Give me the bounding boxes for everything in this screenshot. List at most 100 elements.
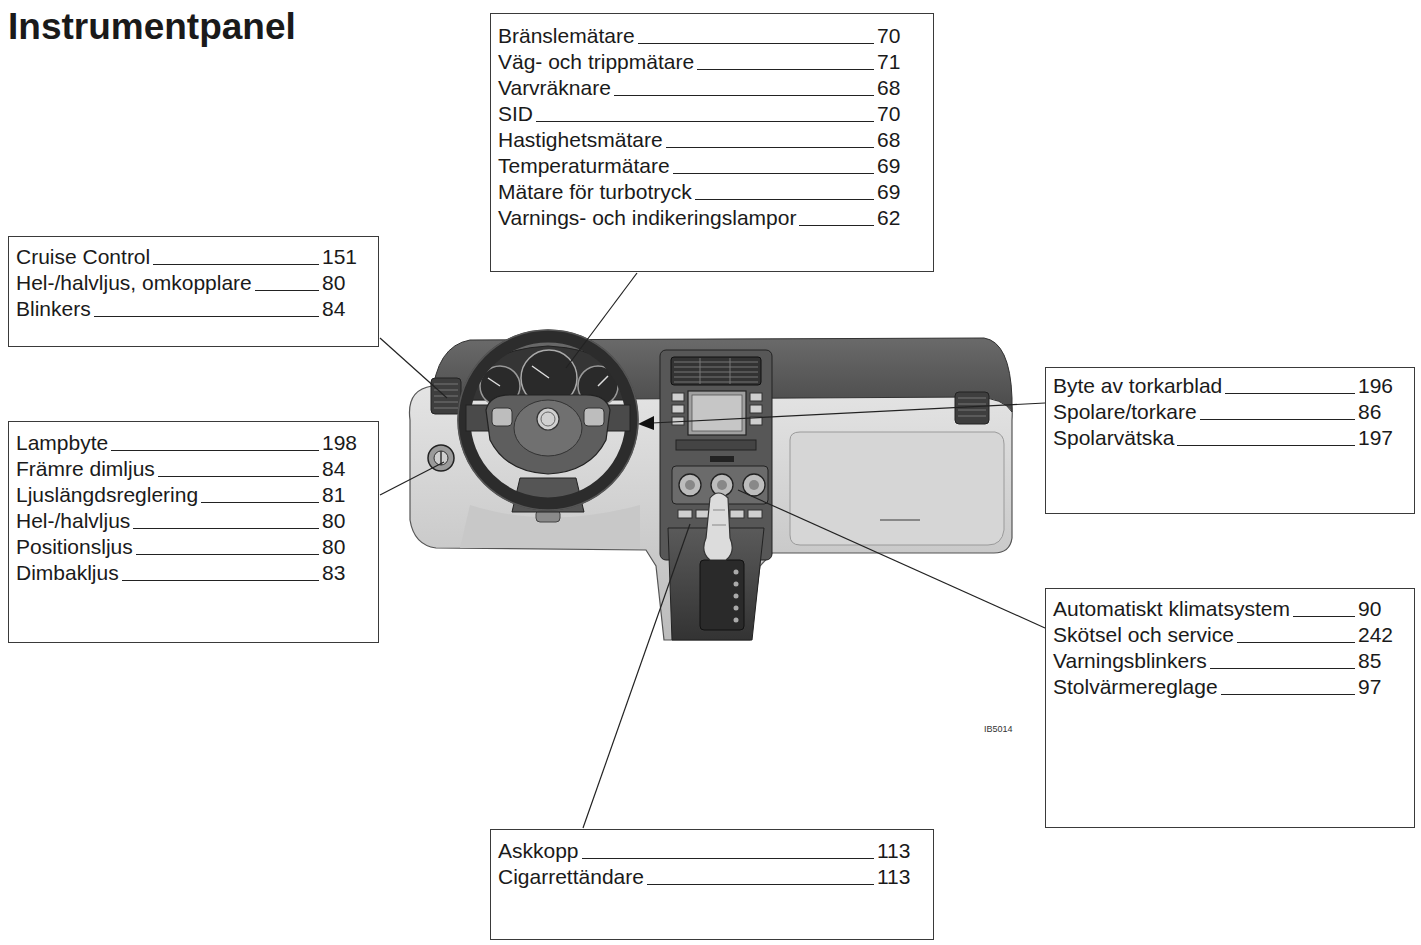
topic-name: Cruise Control bbox=[16, 244, 150, 270]
page-number: 197 bbox=[1358, 425, 1394, 451]
leader-underline bbox=[697, 49, 874, 70]
index-row: Askkopp113 bbox=[498, 838, 913, 864]
leader-underline bbox=[94, 296, 319, 317]
index-box: Lampbyte 198Främre dimljus 84Ljuslängdsreg… bbox=[8, 421, 379, 643]
index-row: Hel-/halvljus 80 bbox=[16, 508, 358, 534]
page-number: 71 bbox=[877, 49, 913, 75]
page-number: 196 bbox=[1358, 373, 1394, 399]
page-number: 68 bbox=[877, 75, 913, 101]
leader-underline bbox=[1293, 596, 1355, 617]
index-row: Varningsblinkers 85 bbox=[1053, 648, 1394, 674]
index-row: Cigarrettändare 113 bbox=[498, 864, 913, 890]
topic-name: Väg- och trippmätare bbox=[498, 49, 694, 75]
page-number: 68 bbox=[877, 127, 913, 153]
topic-name: Automatiskt klimatsystem bbox=[1053, 596, 1290, 622]
page-number: 242 bbox=[1358, 622, 1394, 648]
topic-name: Varnings- och indikeringslampor bbox=[498, 205, 796, 231]
leader-underline bbox=[255, 270, 319, 291]
index-row: Cruise Control 151 bbox=[16, 244, 358, 270]
leader-lines bbox=[380, 273, 1045, 828]
topic-name: Ljuslängdsreglering bbox=[16, 482, 198, 508]
topic-name: Spolarvätska bbox=[1053, 425, 1174, 451]
page-number: 84 bbox=[322, 456, 358, 482]
index-box: Automatiskt klimatsystem 90Skötsel och se… bbox=[1045, 588, 1415, 828]
topic-name: Spolare/torkare bbox=[1053, 399, 1197, 425]
topic-name: Temperaturmätare bbox=[498, 153, 670, 179]
topic-name: Hel-/halvljus bbox=[16, 508, 130, 534]
index-row: Dimbakljus 83 bbox=[16, 560, 358, 586]
index-row: Varvräknare68 bbox=[498, 75, 913, 101]
page-number: 80 bbox=[322, 270, 358, 296]
leader-underline bbox=[1221, 674, 1355, 695]
leader-underline bbox=[111, 430, 319, 451]
topic-name: Byte av torkarblad bbox=[1053, 373, 1222, 399]
leader-underline bbox=[1237, 622, 1355, 643]
page-number: 113 bbox=[877, 864, 913, 890]
leader-underline bbox=[158, 456, 319, 477]
figure-code: IB5014 bbox=[984, 724, 1013, 734]
leader-underline bbox=[582, 838, 874, 859]
arrowhead bbox=[638, 416, 654, 430]
index-row: Bränslemätare 70 bbox=[498, 23, 913, 49]
page-number: 83 bbox=[322, 560, 358, 586]
topic-name: Stolvärmereglage bbox=[1053, 674, 1218, 700]
page-number: 80 bbox=[322, 534, 358, 560]
topic-name: Askkopp bbox=[498, 838, 579, 864]
topic-name: Lampbyte bbox=[16, 430, 108, 456]
index-row: Hastighetsmätare68 bbox=[498, 127, 913, 153]
leader-underline bbox=[136, 534, 319, 555]
leader-underline bbox=[799, 205, 874, 226]
index-row: Varnings- och indikeringslampor 62 bbox=[498, 205, 913, 231]
page-number: 69 bbox=[877, 153, 913, 179]
topic-name: Cigarrettändare bbox=[498, 864, 644, 890]
page-number: 198 bbox=[322, 430, 358, 456]
topic-name: Skötsel och service bbox=[1053, 622, 1234, 648]
topic-name: Varningsblinkers bbox=[1053, 648, 1207, 674]
index-row: SID70 bbox=[498, 101, 913, 127]
leader-underline bbox=[647, 864, 874, 885]
page-number: 85 bbox=[1358, 648, 1394, 674]
topic-name: Mätare för turbotryck bbox=[498, 179, 692, 205]
page-number: 151 bbox=[322, 244, 358, 270]
leader-underline bbox=[614, 75, 874, 96]
index-row: Väg- och trippmätare 71 bbox=[498, 49, 913, 75]
page-number: 62 bbox=[877, 205, 913, 231]
page-number: 80 bbox=[322, 508, 358, 534]
leader-underline bbox=[133, 508, 319, 529]
leader-underline bbox=[695, 179, 874, 200]
leader-underline bbox=[666, 127, 874, 148]
page-number: 90 bbox=[1358, 596, 1394, 622]
page-number: 69 bbox=[877, 179, 913, 205]
leader-underline bbox=[1210, 648, 1355, 669]
index-row: Automatiskt klimatsystem 90 bbox=[1053, 596, 1394, 622]
page-number: 84 bbox=[322, 296, 358, 322]
topic-name: SID bbox=[498, 101, 533, 127]
index-row: Spolarvätska 197 bbox=[1053, 425, 1394, 451]
index-box: Askkopp113Cigarrettändare 113 bbox=[490, 829, 934, 940]
index-box: Cruise Control 151Hel-/halvljus, omkoppla… bbox=[8, 236, 379, 347]
page-number: 86 bbox=[1358, 399, 1394, 425]
page-title: Instrumentpanel bbox=[8, 5, 296, 49]
topic-name: Dimbakljus bbox=[16, 560, 119, 586]
index-row: Spolare/torkare 86 bbox=[1053, 399, 1394, 425]
index-row: Temperaturmätare 69 bbox=[498, 153, 913, 179]
leader-underline bbox=[1225, 373, 1355, 394]
index-row: Positionsljus 80 bbox=[16, 534, 358, 560]
index-row: Stolvärmereglage97 bbox=[1053, 674, 1394, 700]
index-row: Blinkers 84 bbox=[16, 296, 358, 322]
index-row: Mätare för turbotryck 69 bbox=[498, 179, 913, 205]
topic-name: Bränslemätare bbox=[498, 23, 635, 49]
page-number: 81 bbox=[322, 482, 358, 508]
page-number: 70 bbox=[877, 23, 913, 49]
index-row: Hel-/halvljus, omkopplare80 bbox=[16, 270, 358, 296]
index-row: Främre dimljus 84 bbox=[16, 456, 358, 482]
leader-underline bbox=[201, 482, 319, 503]
index-row: Byte av torkarblad 196 bbox=[1053, 373, 1394, 399]
index-box: Byte av torkarblad196Spolare/torkare86Sp… bbox=[1045, 367, 1415, 514]
topic-name: Främre dimljus bbox=[16, 456, 155, 482]
topic-name: Blinkers bbox=[16, 296, 91, 322]
leader-underline bbox=[673, 153, 874, 174]
leader-underline bbox=[153, 244, 319, 265]
leader-underline bbox=[536, 101, 874, 122]
topic-name: Positionsljus bbox=[16, 534, 133, 560]
